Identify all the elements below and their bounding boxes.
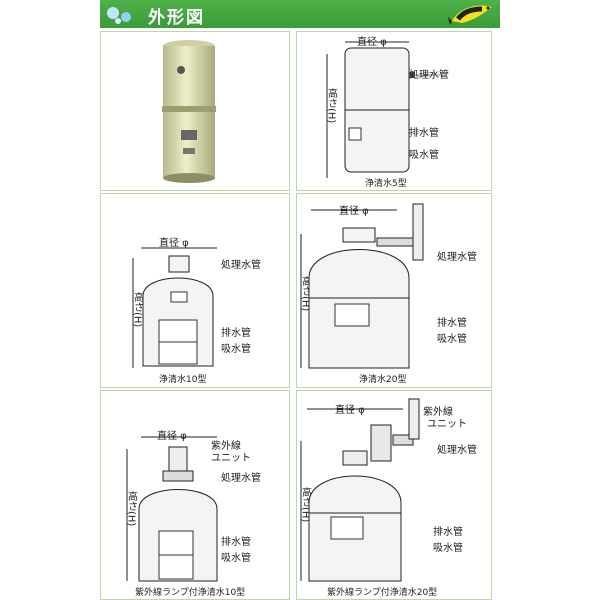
section-header: 外形図 <box>100 0 500 28</box>
product-photo-panel <box>100 31 290 191</box>
diameter-label: 直径 φ <box>339 204 369 217</box>
diagram-caption: 紫外線ランプ付浄清水10型 <box>135 586 245 598</box>
diagram-caption: 紫外線ランプ付浄清水20型 <box>327 586 437 598</box>
diagram-caption: 浄清水20型 <box>359 373 406 385</box>
height-label: 高さ(H) <box>132 291 144 328</box>
diagram-panel-uv10: 直径 φ 高さ(H) 紫外線 ユニット 処理水管 排水管 吸水管 紫外線ランプ付… <box>100 390 290 600</box>
treated-water-pipe-label: 処理水管 <box>437 250 477 263</box>
drain-pipe-label: 排水管 <box>221 326 251 339</box>
intake-pipe-label: 吸水管 <box>221 551 251 564</box>
uv-label-1: 紫外線 <box>211 439 241 452</box>
uv-label-2: ユニット <box>427 419 467 430</box>
height-label: 高さ(H) <box>126 490 138 527</box>
treated-water-pipe-label: 処理水管 <box>221 471 261 484</box>
drain-pipe-label: 排水管 <box>433 525 463 538</box>
drain-pipe-label: 排水管 <box>437 316 467 329</box>
diagram-caption: 浄清水5型 <box>365 177 407 189</box>
section-title: 外形図 <box>148 8 205 28</box>
diagram-panel-uv20: 直径 φ 高さ(H) 紫外線 ユニット 処理水管 排水管 吸水管 紫外線ランプ付… <box>296 390 492 600</box>
diagram-panel-5: 直径 φ 高さ(H) 処理水管 排水管 吸水管 浄清水5型 <box>296 31 492 191</box>
bubbles-icon <box>107 7 131 24</box>
drain-pipe-label: 排水管 <box>221 535 251 548</box>
treated-water-pipe-label: 処理水管 <box>221 258 261 271</box>
intake-pipe-label: 吸水管 <box>221 342 251 355</box>
product-photo <box>162 40 216 183</box>
diagram-caption: 浄清水10型 <box>159 373 206 385</box>
intake-pipe-label: 吸水管 <box>409 148 439 161</box>
diameter-label: 直径 φ <box>159 236 189 249</box>
drain-pipe-label: 排水管 <box>409 126 439 139</box>
diameter-label: 直径 φ <box>335 403 365 416</box>
intake-pipe-label: 吸水管 <box>433 541 463 554</box>
intake-pipe-label: 吸水管 <box>437 332 467 345</box>
treated-water-pipe-label: 処理水管 <box>437 443 477 456</box>
uv-label-2: ユニット <box>211 453 251 464</box>
height-label: 高さ(H) <box>326 87 338 124</box>
treated-water-pipe-label: 処理水管 <box>409 68 449 81</box>
uv-label-1: 紫外線 <box>423 405 453 418</box>
diameter-label: 直径 φ <box>157 429 187 442</box>
diagram-panel-20: 直径 φ 高さ(H) 処理水管 排水管 吸水管 浄清水20型 <box>296 193 492 388</box>
koi-fish-icon <box>448 5 492 25</box>
diameter-label: 直径 φ <box>357 35 387 48</box>
diagram-panel-10: 直径 φ 高さ(H) 処理水管 排水管 吸水管 浄清水10型 <box>100 193 290 388</box>
